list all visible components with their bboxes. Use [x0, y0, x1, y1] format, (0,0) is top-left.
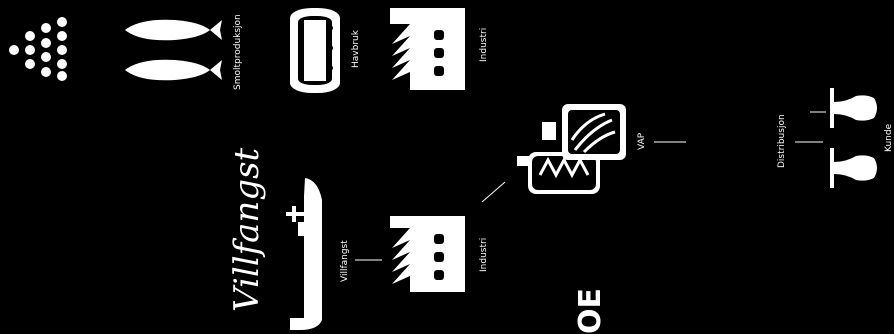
kunde-label: Kunde — [884, 123, 894, 152]
factory-icon — [390, 216, 465, 292]
smolt-label: Smoltproduksjon — [233, 14, 243, 90]
villfangst-label: Villfangst — [340, 240, 350, 282]
havbruk-label: Havbruk — [351, 29, 361, 68]
fishing-vessel-icon — [286, 178, 322, 330]
vap-label: VAP — [637, 132, 647, 150]
wine-glass-icon — [830, 88, 877, 188]
fish-fillet-icon — [542, 104, 626, 160]
industri-bottom-label: Industri — [479, 238, 489, 272]
eggs-icon — [9, 17, 67, 81]
distribusjon-label: Distribusjon — [777, 114, 787, 168]
factory-icon — [390, 8, 465, 90]
edge-mark: OE — [573, 288, 608, 334]
fish-farm-cage-icon — [290, 8, 340, 93]
fish-icon — [125, 20, 222, 81]
villfangst-script: Villfangst — [227, 147, 267, 312]
connector-line — [482, 182, 505, 202]
industri-top-label: Industri — [479, 28, 489, 62]
